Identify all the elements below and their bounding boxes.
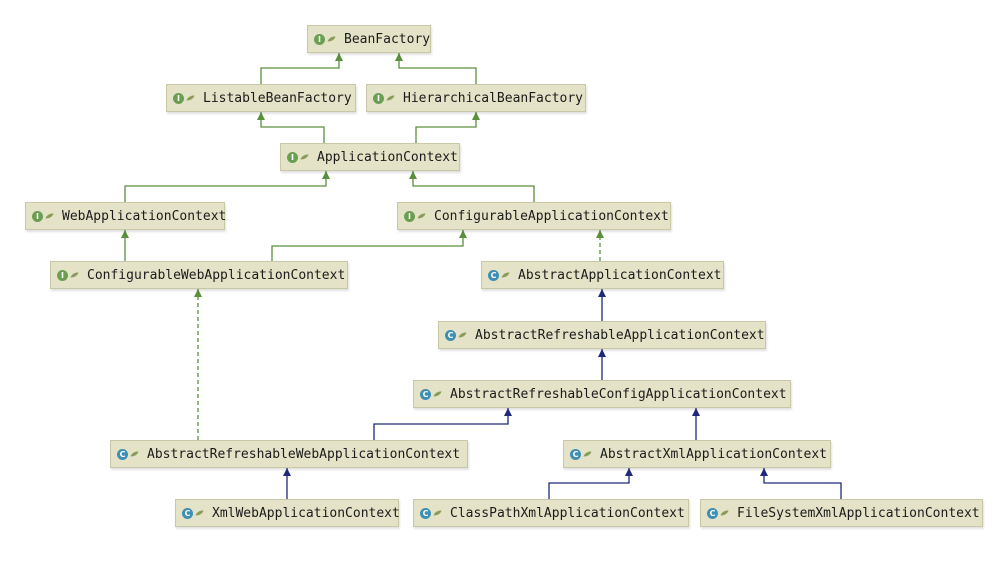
class-icon: C (182, 507, 193, 519)
node-label: ListableBeanFactory (203, 90, 352, 106)
node-label: FileSystemXmlApplicationContext (737, 505, 980, 521)
class-icon: C (420, 388, 431, 400)
node-xml-web-application-context[interactable]: C XmlWebApplicationContext (175, 499, 400, 527)
node-abstract-refreshable-web-application-context[interactable]: C AbstractRefreshableWebApplicationContex… (110, 440, 468, 468)
node-file-system-xml-application-context[interactable]: C FileSystemXmlApplicationContext (700, 499, 983, 527)
interface-icon: I (373, 92, 384, 104)
edge-hierarchical-bean-factory-to-bean-factory (395, 53, 477, 84)
node-label: AbstractApplicationContext (518, 267, 722, 283)
node-label: ConfigurableWebApplicationContext (87, 267, 346, 283)
class-icon: C (420, 507, 431, 519)
node-abstract-application-context[interactable]: C AbstractApplicationContext (481, 261, 724, 289)
edge-configurable-web-application-context-to-configurable-application-context (271, 230, 467, 261)
node-label: XmlWebApplicationContext (212, 505, 400, 521)
visibility-leaf-icon (70, 272, 79, 278)
visibility-leaf-icon (327, 36, 336, 42)
interface-icon: I (173, 92, 184, 104)
visibility-leaf-icon (195, 510, 204, 516)
edge-abstract-refreshable-web-application-context-to-abstract-refreshable-config-application-context (373, 408, 512, 440)
visibility-leaf-icon (386, 95, 395, 101)
visibility-leaf-icon (501, 272, 510, 278)
visibility-leaf-icon (45, 213, 54, 219)
node-web-application-context[interactable]: I WebApplicationContext (25, 202, 227, 230)
interface-icon: I (57, 269, 68, 281)
node-class-path-xml-application-context[interactable]: C ClassPathXmlApplicationContext (413, 499, 689, 527)
node-abstract-refreshable-config-application-context[interactable]: C AbstractRefreshableConfigApplicationCon… (413, 380, 791, 408)
node-configurable-web-application-context[interactable]: I ConfigurableWebApplicationContext (50, 261, 348, 289)
node-application-context[interactable]: I ApplicationContext (280, 143, 460, 171)
node-label: AbstractRefreshableConfigApplicationCont… (450, 386, 787, 402)
node-abstract-refreshable-application-context[interactable]: C AbstractRefreshableApplicationContext (438, 321, 766, 349)
node-label: BeanFactory (344, 31, 431, 47)
visibility-leaf-icon (458, 332, 467, 338)
visibility-leaf-icon (433, 510, 442, 516)
class-icon: C (707, 507, 718, 519)
interface-icon: I (314, 33, 325, 45)
edge-configurable-application-context-to-application-context (409, 171, 535, 202)
node-label: AbstractRefreshableWebApplicationContext (147, 446, 461, 462)
edge-listable-bean-factory-to-bean-factory (260, 53, 343, 84)
visibility-leaf-icon (300, 154, 309, 160)
node-label: AbstractRefreshableApplicationContext (475, 327, 765, 343)
class-icon: C (570, 448, 581, 460)
node-label: HierarchicalBeanFactory (403, 90, 584, 106)
edge-file-system-xml-application-context-to-abstract-xml-application-context (760, 468, 842, 499)
node-listable-bean-factory[interactable]: I ListableBeanFactory (166, 84, 356, 112)
interface-icon: I (32, 210, 43, 222)
visibility-leaf-icon (583, 451, 592, 457)
edge-application-context-to-hierarchical-bean-factory (415, 112, 480, 143)
node-bean-factory[interactable]: I BeanFactory (307, 25, 431, 53)
edge-web-application-context-to-application-context (124, 171, 330, 202)
visibility-leaf-icon (130, 451, 139, 457)
node-label: AbstractXmlApplicationContext (600, 446, 827, 462)
edge-application-context-to-listable-bean-factory (257, 112, 325, 143)
visibility-leaf-icon (433, 391, 442, 397)
node-label: ClassPathXmlApplicationContext (450, 505, 685, 521)
class-icon: C (117, 448, 128, 460)
node-label: ConfigurableApplicationContext (434, 208, 669, 224)
interface-icon: I (287, 151, 298, 163)
interface-icon: I (404, 210, 415, 222)
visibility-leaf-icon (720, 510, 729, 516)
class-icon: C (488, 269, 499, 281)
node-configurable-application-context[interactable]: I ConfigurableApplicationContext (397, 202, 671, 230)
node-abstract-xml-application-context[interactable]: C AbstractXmlApplicationContext (563, 440, 831, 468)
class-icon: C (445, 329, 456, 341)
node-label: ApplicationContext (317, 149, 458, 165)
node-hierarchical-bean-factory[interactable]: I HierarchicalBeanFactory (366, 84, 586, 112)
node-label: WebApplicationContext (62, 208, 227, 224)
visibility-leaf-icon (186, 95, 195, 101)
edge-class-path-xml-application-context-to-abstract-xml-application-context (548, 468, 633, 499)
visibility-leaf-icon (417, 213, 426, 219)
